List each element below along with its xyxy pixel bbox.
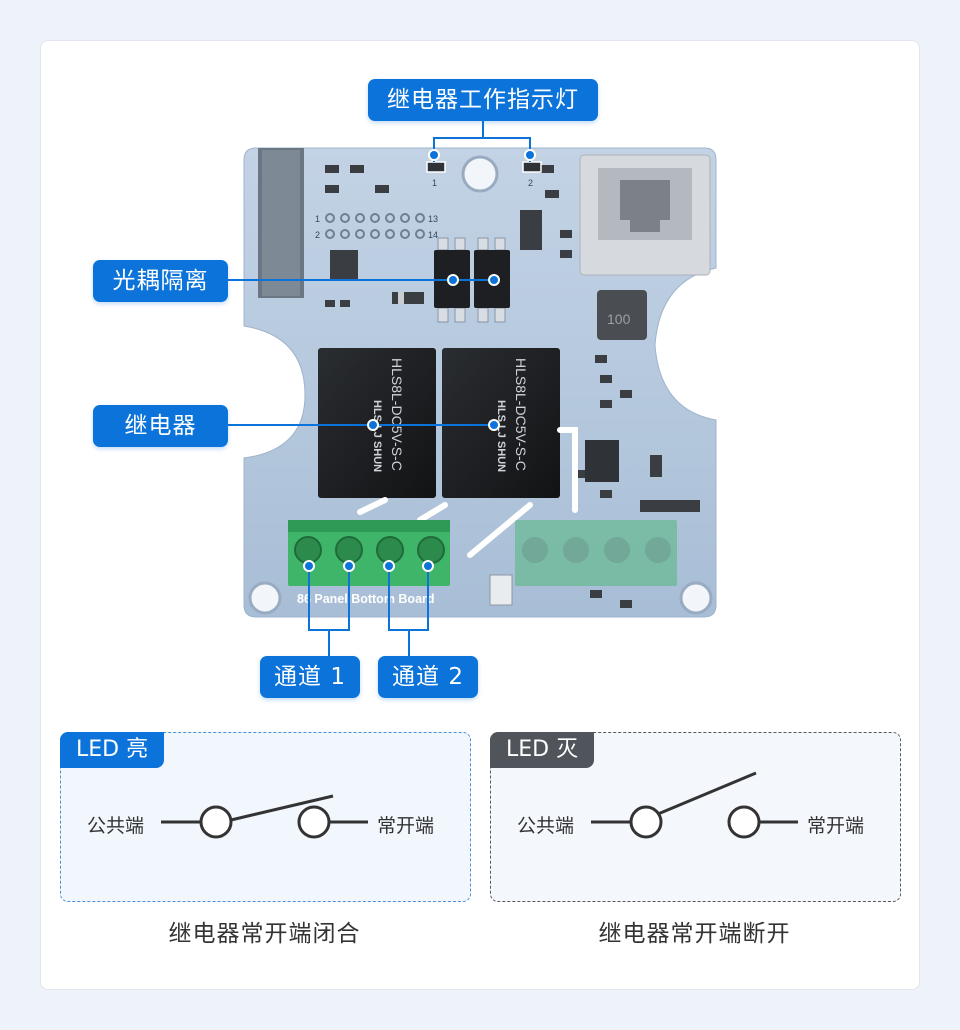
optocoupler-callout: 光耦隔离: [93, 260, 228, 302]
board-illustration: 1 2 13 14 1 2 100 HLS8L-DC5V-S-C HLS LJ: [228, 120, 717, 656]
relay-callout: 继电器: [93, 405, 228, 447]
relay-2: HLS8L-DC5V-S-C HLS LJ SHUN: [442, 348, 560, 498]
common-terminal-label: 公共端: [87, 815, 145, 837]
state-panel-led-off: LED 灭 公共端 常开端: [490, 732, 901, 902]
state-caption-open: 继电器常开端断开: [598, 921, 791, 947]
state-panel-led-on: LED 亮 公共端 常开端: [60, 732, 471, 902]
indicator-callout: 继电器工作指示灯: [368, 79, 598, 121]
terminal-block-1: [288, 520, 450, 586]
closed-switch-symbol: [161, 794, 368, 839]
led-1: [426, 161, 446, 173]
led-number: 1: [432, 178, 437, 188]
mount-hole: [248, 581, 282, 615]
diode: [392, 292, 424, 304]
pin-label: 13: [428, 214, 438, 224]
open-switch-symbol: [591, 771, 798, 839]
no-terminal-label: 常开端: [807, 815, 865, 837]
led-2: [522, 161, 542, 173]
mount-hole: [461, 155, 499, 193]
board-silkscreen: 86 Panel Bottom Board: [297, 592, 435, 606]
relay-model: HLS8L-DC5V-S-C: [513, 358, 529, 471]
pin-label: 1: [315, 214, 320, 224]
relay-brand: HLS LJ SHUN: [495, 400, 507, 472]
channel-1-callout: 通道 1: [260, 656, 360, 698]
pin-label: 14: [428, 230, 438, 240]
inductor: [597, 290, 647, 340]
channel-2-callout: 通道 2: [378, 656, 478, 698]
mount-hole: [679, 581, 713, 615]
regulator-chip: [585, 440, 619, 482]
pcb-traces: [357, 427, 578, 558]
inductor-label: 100: [607, 311, 631, 327]
relay-model: HLS8L-DC5V-S-C: [389, 358, 405, 471]
pin-label: 2: [315, 230, 320, 240]
state-tag: LED 亮: [60, 732, 165, 768]
leader-dots: [303, 149, 536, 572]
smd-components: [325, 165, 700, 608]
state-tag: LED 灭: [490, 732, 595, 768]
state-caption-closed: 继电器常开端闭合: [168, 921, 361, 947]
relay-brand: HLS LJ SHUN: [371, 400, 383, 472]
common-terminal-label: 公共端: [517, 815, 575, 837]
pin-header: [325, 213, 425, 239]
no-terminal-label: 常开端: [377, 815, 435, 837]
terminal-block-2: [515, 520, 677, 586]
led-number: 2: [528, 178, 533, 188]
